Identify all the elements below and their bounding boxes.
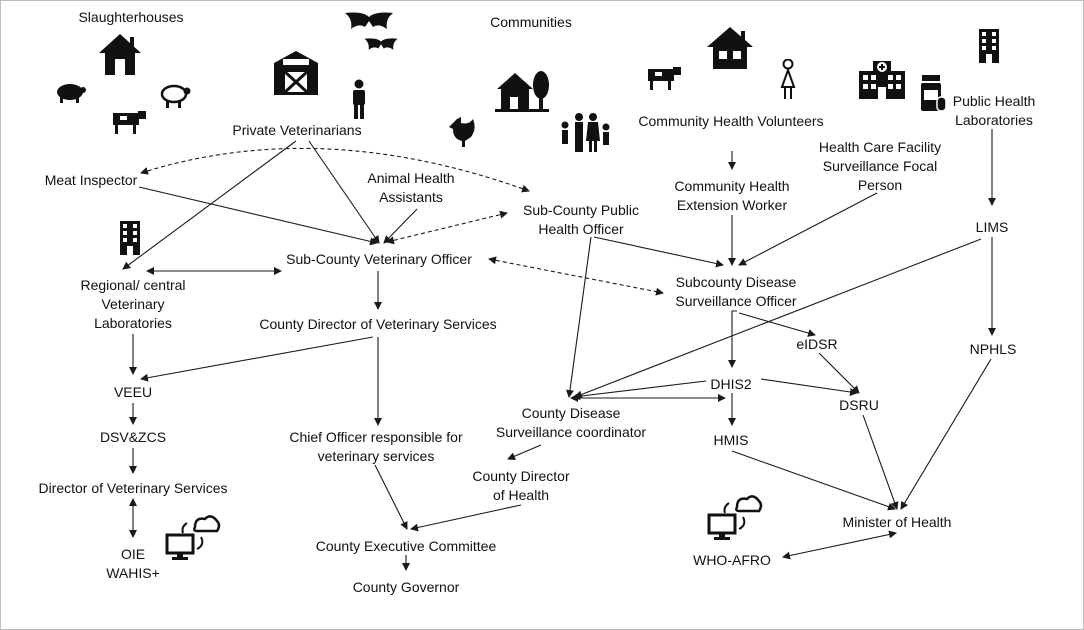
medicine-icon	[919, 73, 947, 113]
edge-dashed-private-vets-arc	[140, 147, 530, 193]
edge-dhis2-dsru	[760, 378, 858, 396]
edge-sdso-dhis2	[728, 310, 737, 368]
edge-scpho-cdsc	[565, 236, 592, 398]
label-communities: Communities	[490, 14, 572, 30]
label-regional-labs: Regional/ central Veterinary Laboratorie…	[80, 277, 186, 331]
edge-cdoh-exec	[410, 504, 522, 532]
label-veeu: VEEU	[113, 384, 153, 400]
edge-lims-cdsc	[574, 238, 982, 399]
label-slaughterhouses: Slaughterhouses	[78, 9, 184, 25]
edge-dsru-minister	[862, 414, 899, 510]
label-hmis: HMIS	[713, 432, 749, 448]
label-hcf-focal-person: Health Care Facility Surveillance Focal …	[818, 139, 942, 193]
label-chief-officer: Chief Officer responsible for veterinary…	[289, 429, 463, 464]
edge-dashed-subcounty-vet-scpho	[386, 210, 508, 245]
edge-county-director-veeu	[140, 336, 374, 382]
edge-private-vets-regional-labs	[122, 140, 297, 270]
edge-dhis2-cdsc	[572, 380, 707, 401]
label-who-afro: WHO-AFRO	[693, 552, 771, 568]
edge-chief-officer-exec	[374, 464, 408, 530]
edge-meat-inspector-subcounty-vet	[138, 186, 378, 246]
edge-sdso-eidsr	[738, 312, 816, 337]
label-dhis2: DHIS2	[710, 376, 752, 392]
edge-nphls-minister	[900, 358, 992, 510]
label-dsru: DSRU	[839, 397, 879, 413]
person-icon	[778, 59, 798, 99]
building-icon	[118, 219, 142, 255]
barn-icon	[271, 49, 321, 97]
edge-hcf-sdso	[738, 192, 878, 266]
computer-cloud-icon	[165, 513, 221, 565]
label-county-director-health: County Director of Health	[472, 468, 570, 503]
label-county-executive-committee: County Executive Committee	[315, 538, 497, 554]
edge-cdsc-cdoh	[507, 444, 542, 460]
label-subcounty-public-health-officer: Sub-County Public Health Officer	[523, 202, 639, 237]
label-private-veterinarians: Private Veterinarians	[232, 122, 362, 138]
label-public-health-laboratories: Public Health Laboratories	[952, 93, 1036, 128]
label-county-dsc: County Disease Surveillance coordinator	[495, 405, 647, 440]
hospital-icon	[857, 57, 907, 101]
house-icon	[705, 25, 755, 71]
label-oie-wahis: OIE WAHIS+	[106, 546, 160, 581]
bat-icon	[363, 35, 399, 55]
bat-icon	[343, 9, 395, 35]
building-icon	[977, 27, 1001, 63]
label-county-governor: County Governor	[352, 579, 460, 595]
label-eidsr: eIDSR	[796, 336, 838, 352]
edge-dashed-subcounty-vet-sdso	[488, 256, 664, 296]
edge-hmis-minister	[731, 450, 896, 511]
family-icon	[557, 111, 613, 153]
pig-icon	[53, 81, 87, 103]
label-community-health-volunteers: Community Health Volunteers	[638, 113, 824, 129]
edge-minister-who	[782, 530, 897, 560]
label-subcounty-dso: Subcounty Disease Surveillance Officer	[675, 274, 797, 309]
sheep-icon	[159, 83, 191, 109]
label-chew: Community Health Extension Worker	[674, 178, 790, 213]
village-icon	[493, 69, 551, 113]
label-director-veterinary-services: Director of Veterinary Services	[38, 480, 228, 496]
edge-scpho-sdso	[593, 236, 724, 268]
rooster-icon	[447, 115, 479, 149]
label-county-director-vet: County Director of Veterinary Services	[259, 316, 497, 332]
edge-aha-subcounty-vet	[383, 208, 418, 244]
edge-eidsr-dsru	[818, 352, 860, 394]
computer-cloud-icon	[707, 493, 763, 545]
person-icon	[350, 79, 368, 119]
label-dsv-zcs: DSV&ZCS	[99, 429, 167, 445]
label-nphls: NPHLS	[969, 341, 1017, 357]
house-icon	[97, 31, 143, 77]
label-animal-health-assistants: Animal Health Assistants	[367, 170, 455, 205]
label-meat-inspector: Meat Inspector	[44, 172, 138, 188]
label-minister-of-health: Minister of Health	[842, 514, 952, 530]
label-subcounty-veterinary-officer: Sub-County Veterinary Officer	[286, 251, 472, 267]
cow-icon	[645, 65, 683, 91]
label-lims: LIMS	[975, 219, 1009, 235]
cow-icon	[111, 109, 147, 135]
